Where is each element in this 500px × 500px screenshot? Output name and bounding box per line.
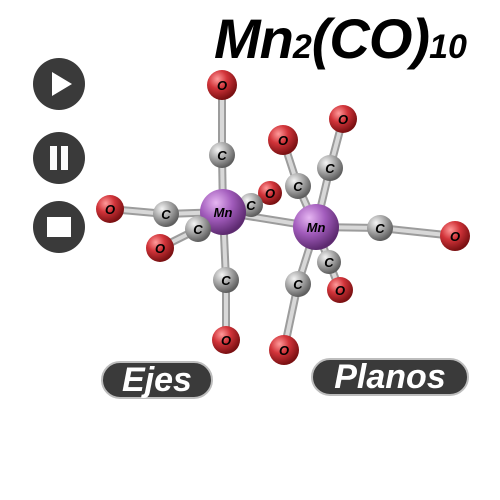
atom-mn1: Mn xyxy=(200,189,246,235)
atom-sphere-c9 xyxy=(317,250,341,274)
pause-icon xyxy=(50,146,68,170)
atom-label-mn1: Mn xyxy=(214,205,233,220)
atom-sphere-c2 xyxy=(153,201,179,227)
atom-c8: C xyxy=(367,215,393,241)
atom-sphere-o1 xyxy=(207,70,237,100)
atom-label-c5: C xyxy=(221,273,231,288)
atom-sphere-c5 xyxy=(213,267,239,293)
atom-o7: O xyxy=(329,105,357,133)
title-sub-2: 2 xyxy=(292,28,312,66)
atom-label-c6: C xyxy=(293,179,303,194)
atom-label-c2: C xyxy=(161,207,171,222)
atom-o1: O xyxy=(207,70,237,100)
atom-c9: C xyxy=(317,250,341,274)
atom-mn2: Mn xyxy=(293,204,339,250)
atom-sphere-c1 xyxy=(209,142,235,168)
atom-o2: O xyxy=(96,195,124,223)
atom-c7: C xyxy=(317,155,343,181)
atom-o6: O xyxy=(268,125,298,155)
atom-label-o10: O xyxy=(279,343,289,358)
formula-title: Mn2(CO)10 xyxy=(214,4,467,74)
pause-button[interactable] xyxy=(33,132,85,184)
atom-sphere-mn2 xyxy=(293,204,339,250)
atom-label-c9: C xyxy=(324,255,334,270)
atom-sphere-c10 xyxy=(285,271,311,297)
atom-sphere-c7 xyxy=(317,155,343,181)
atom-o10: O xyxy=(269,335,299,365)
title-co: (CO) xyxy=(311,7,430,70)
atom-label-c8: C xyxy=(375,221,385,236)
planos-button[interactable]: Planos xyxy=(311,358,469,396)
atom-sphere-o4 xyxy=(258,181,282,205)
atom-sphere-o6 xyxy=(268,125,298,155)
ejes-button[interactable]: Ejes xyxy=(101,361,213,399)
atom-label-o5: O xyxy=(221,333,231,348)
atom-sphere-o5 xyxy=(212,326,240,354)
atom-sphere-o3 xyxy=(146,234,174,262)
atom-label-o2: O xyxy=(105,202,115,217)
stop-button[interactable] xyxy=(33,201,85,253)
atom-label-o3: O xyxy=(155,241,165,256)
atom-label-c1: C xyxy=(217,148,227,163)
atom-label-o4: O xyxy=(265,186,275,201)
atom-o4: O xyxy=(258,181,282,205)
atom-o5: O xyxy=(212,326,240,354)
atom-sphere-o7 xyxy=(329,105,357,133)
atom-o8: O xyxy=(440,221,470,251)
atom-label-o9: O xyxy=(335,283,345,298)
atom-label-o6: O xyxy=(278,133,288,148)
atom-label-c4: C xyxy=(246,198,256,213)
atom-label-o7: O xyxy=(338,112,348,127)
atom-sphere-o9 xyxy=(327,277,353,303)
atom-o3: O xyxy=(146,234,174,262)
atom-label-o8: O xyxy=(450,229,460,244)
atom-sphere-c3 xyxy=(185,216,211,242)
atom-sphere-c8 xyxy=(367,215,393,241)
title-mn: Mn xyxy=(214,7,294,70)
atom-label-c10: C xyxy=(293,277,303,292)
play-button[interactable] xyxy=(33,58,85,110)
atom-label-c7: C xyxy=(325,161,335,176)
atom-c10: C xyxy=(285,271,311,297)
atom-sphere-mn1 xyxy=(200,189,246,235)
atom-sphere-o8 xyxy=(440,221,470,251)
atom-c6: C xyxy=(285,173,311,199)
atom-sphere-o10 xyxy=(269,335,299,365)
stop-icon xyxy=(47,217,71,237)
title-sub-10: 10 xyxy=(429,28,467,66)
atom-o9: O xyxy=(327,277,353,303)
play-icon xyxy=(52,72,72,96)
atom-sphere-c6 xyxy=(285,173,311,199)
atom-label-c3: C xyxy=(193,222,203,237)
atom-label-mn2: Mn xyxy=(307,220,326,235)
atom-c3: C xyxy=(185,216,211,242)
atom-c2: C xyxy=(153,201,179,227)
atom-label-o1: O xyxy=(217,78,227,93)
atom-c5: C xyxy=(213,267,239,293)
atom-c1: C xyxy=(209,142,235,168)
atom-sphere-o2 xyxy=(96,195,124,223)
